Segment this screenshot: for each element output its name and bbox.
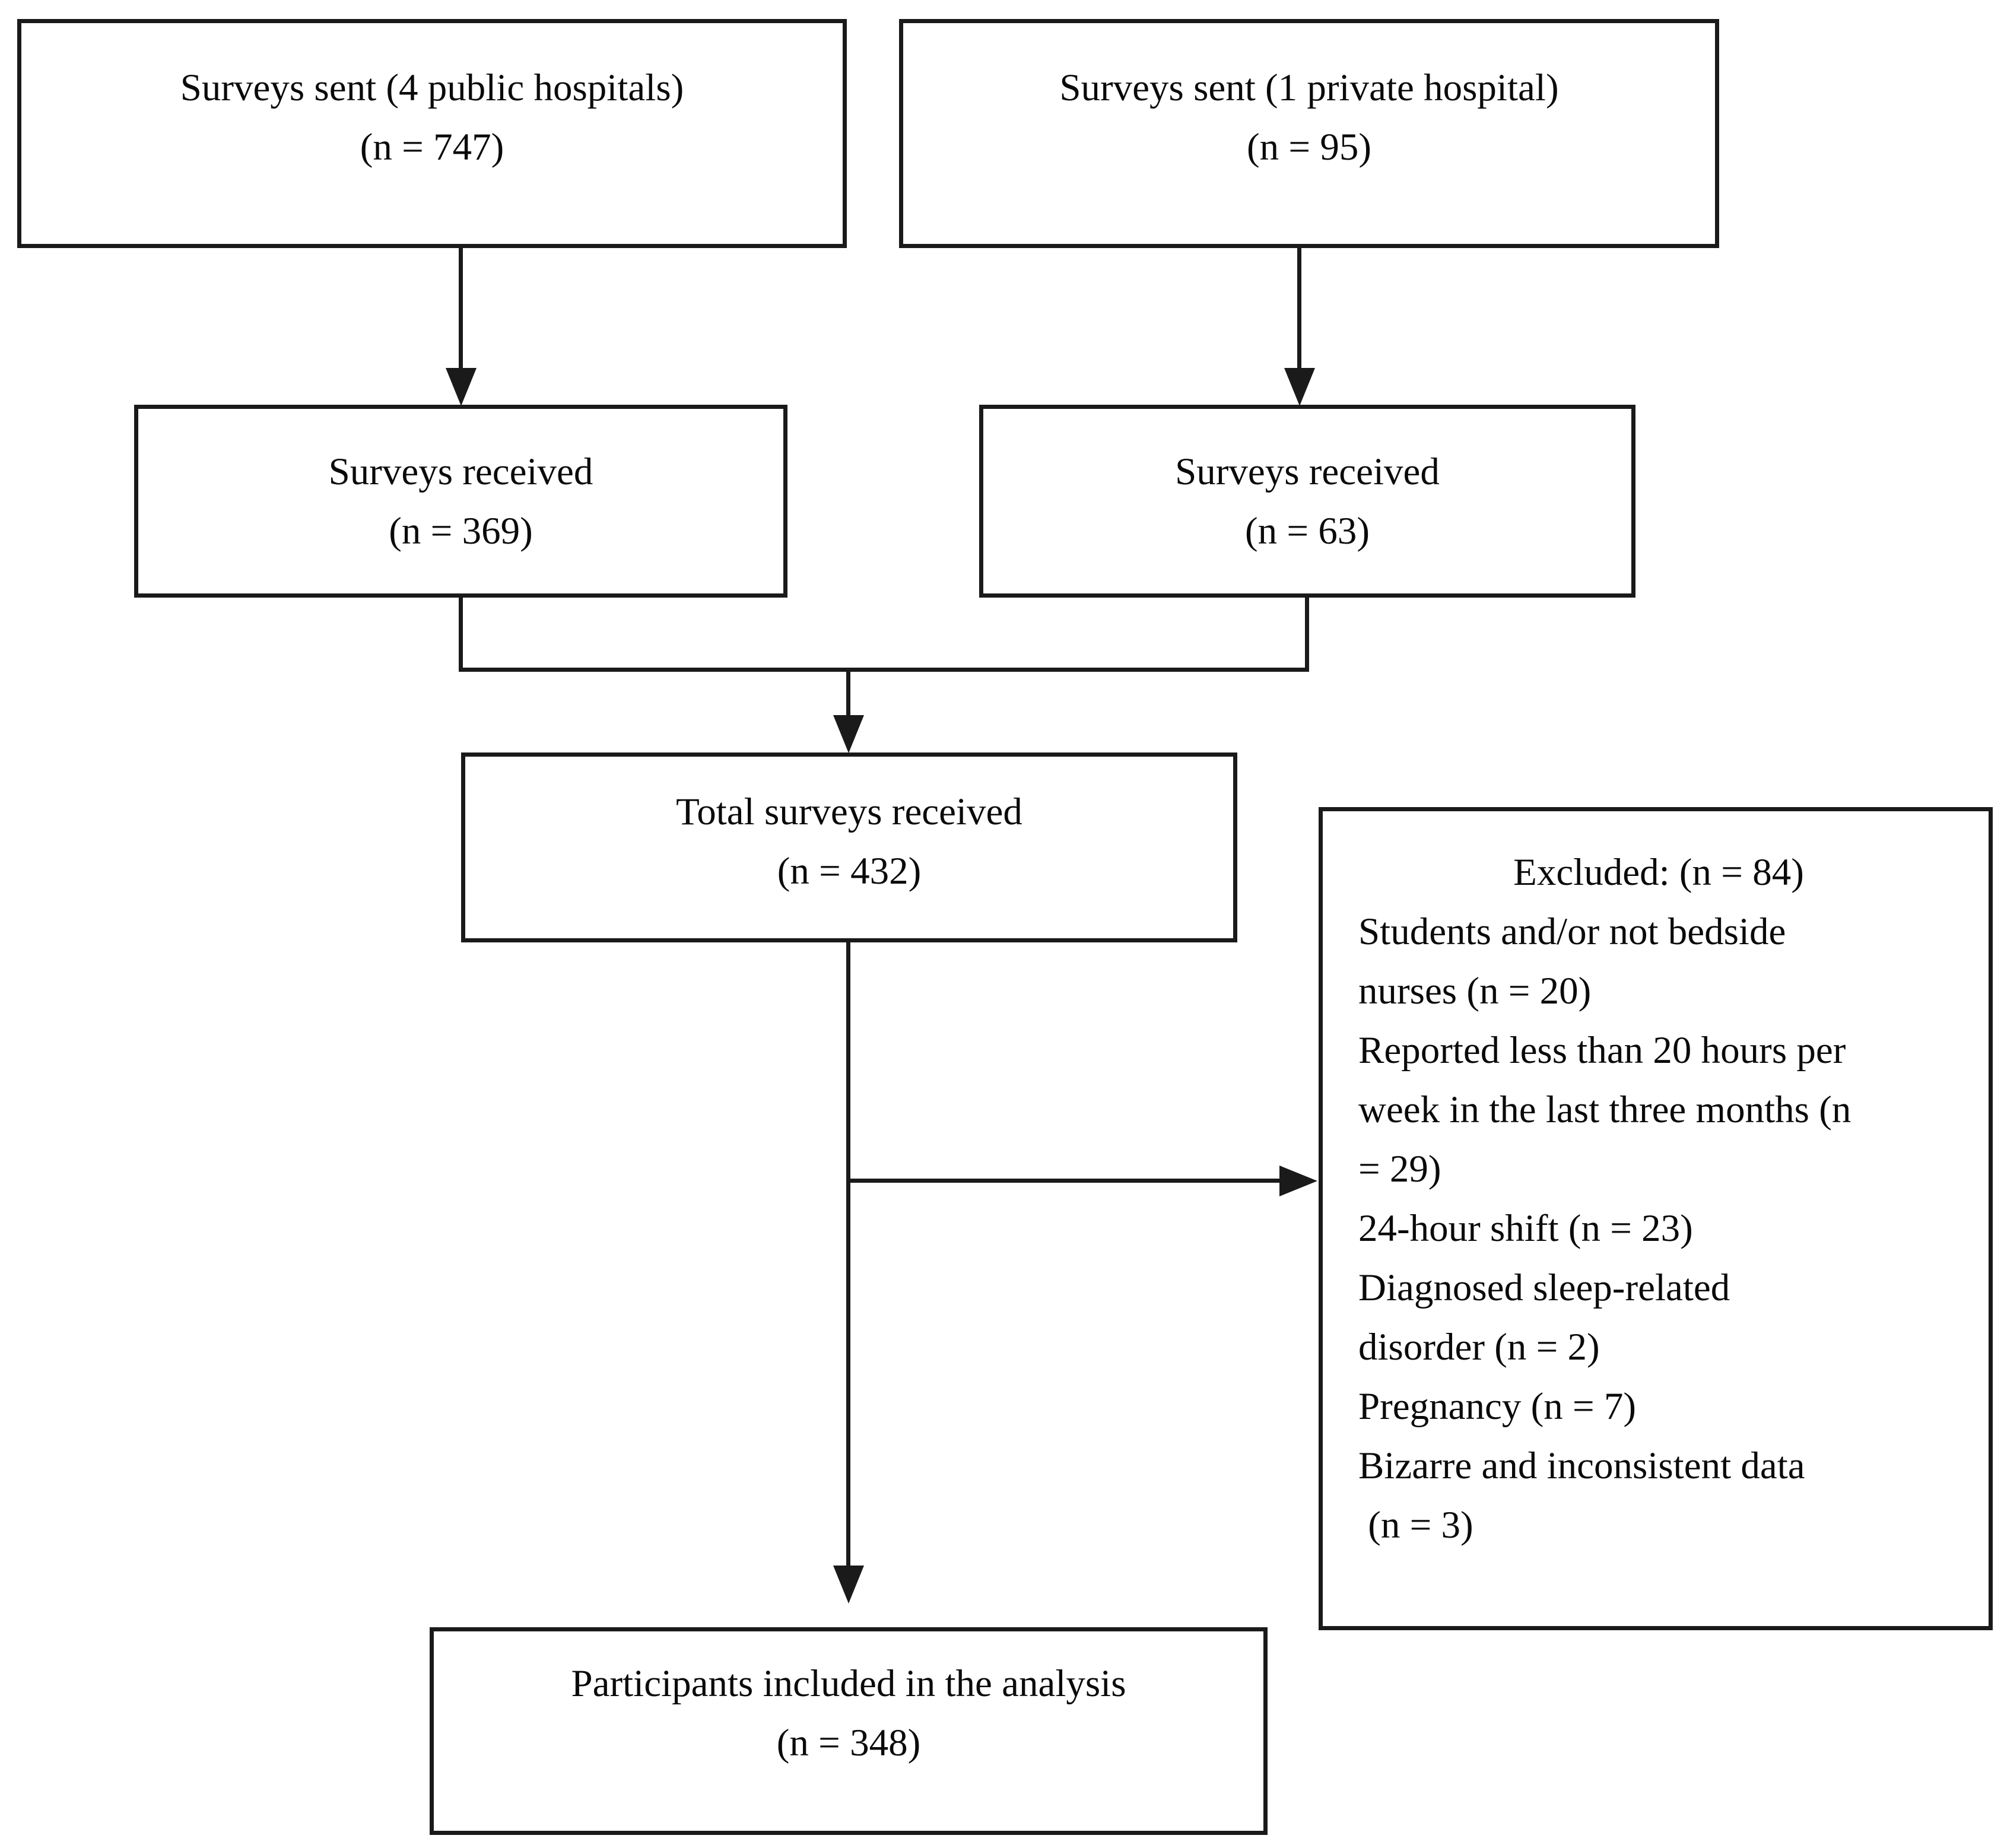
excluded-line: (n = 3) <box>1358 1504 1473 1547</box>
box-excluded: Excluded: (n = 84) Students and/or not b… <box>1319 807 1993 1630</box>
box-label: Participants included in the analysis <box>571 1662 1126 1705</box>
excluded-line: Bizarre and inconsistent data <box>1358 1444 1805 1487</box>
arrow-public-sent-to-received-head-icon <box>446 368 477 406</box>
arrow-total-to-included-head-icon <box>833 1566 864 1603</box>
excluded-line: disorder (n = 2) <box>1358 1326 1600 1368</box>
excluded-title: Excluded: (n = 84) <box>1513 851 1804 894</box>
excluded-line: Students and/or not bedside <box>1358 910 1786 953</box>
arrow-branch-to-excluded-head-icon <box>1279 1166 1317 1196</box>
box-surveys-received-public: Surveys received (n = 369) <box>134 405 787 598</box>
box-count: (n = 747) <box>360 125 504 169</box>
excluded-line: Reported less than 20 hours per <box>1358 1029 1846 1072</box>
excluded-line: Diagnosed sleep-related <box>1358 1266 1730 1309</box>
box-count: (n = 432) <box>777 850 922 893</box>
box-participants-included: Participants included in the analysis (n… <box>430 1627 1268 1835</box>
excluded-line: = 29) <box>1358 1148 1441 1190</box>
box-count: (n = 63) <box>1245 509 1370 553</box>
excluded-line: 24-hour shift (n = 23) <box>1358 1207 1693 1250</box>
excluded-line: week in the last three months (n <box>1358 1088 1851 1131</box>
box-label: Total surveys received <box>676 790 1022 833</box>
box-count: (n = 369) <box>389 509 533 553</box>
arrow-private-sent-to-received-head-icon <box>1284 368 1315 406</box>
excluded-line: nurses (n = 20) <box>1358 970 1592 1012</box>
box-label: Surveys received <box>328 450 593 493</box>
arrow-total-to-included-line <box>846 942 850 1567</box>
connector-join-left-line <box>459 596 463 672</box>
box-label: Surveys sent (4 public hospitals) <box>180 66 684 109</box>
box-surveys-received-private: Surveys received (n = 63) <box>979 405 1635 598</box>
box-surveys-sent-public: Surveys sent (4 public hospitals) (n = 7… <box>17 19 847 248</box>
arrow-branch-to-excluded-line <box>846 1179 1281 1183</box>
arrow-join-to-total-head-icon <box>833 715 864 753</box>
arrow-private-sent-to-received-line <box>1297 246 1301 372</box>
connector-join-right-line <box>1305 596 1309 672</box>
connector-join-horizontal-line <box>459 668 1309 672</box>
box-label: Surveys sent (1 private hospital) <box>1059 66 1559 109</box>
excluded-line: Pregnancy (n = 7) <box>1358 1385 1637 1428</box>
box-label: Surveys received <box>1175 450 1440 493</box>
box-surveys-sent-private: Surveys sent (1 private hospital) (n = 9… <box>899 19 1719 248</box>
box-count: (n = 348) <box>776 1722 921 1764</box>
arrow-public-sent-to-received-line <box>459 246 463 372</box>
box-count: (n = 95) <box>1247 125 1371 169</box>
box-total-surveys-received: Total surveys received (n = 432) <box>461 752 1237 942</box>
arrow-join-to-total-line <box>846 669 850 720</box>
